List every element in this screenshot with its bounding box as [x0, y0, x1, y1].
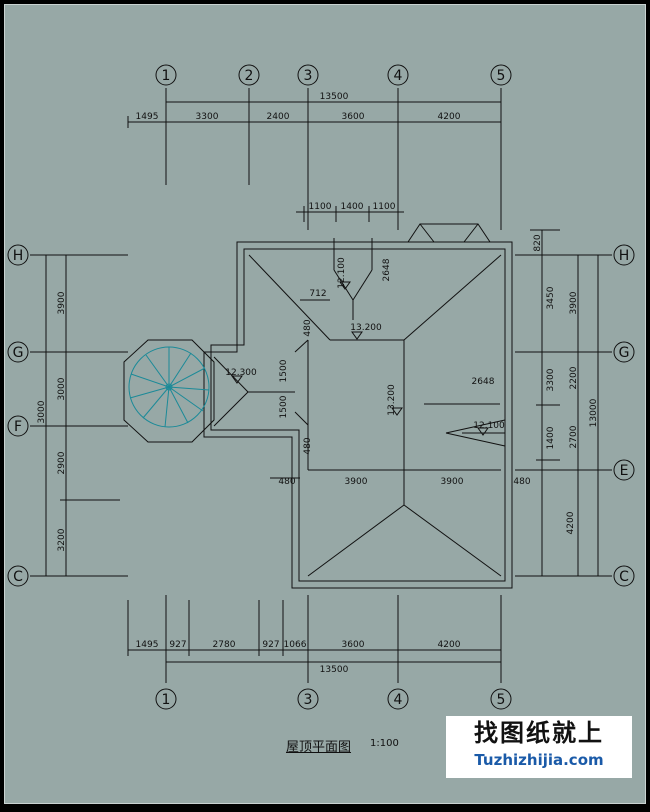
dim-right-inner-2: 3450 [546, 286, 556, 309]
dim-right-inner-1: 820 [533, 234, 543, 251]
axis-label-top-2: 2 [245, 68, 254, 84]
drawing-scale: 1:100 [370, 738, 399, 749]
dim-dormer-3: 1100 [373, 202, 396, 212]
axis-label-left-g: G [13, 345, 24, 361]
dim-3900-b: 3900 [441, 477, 464, 487]
axis-label-right-e: E [620, 463, 629, 479]
right-dimension-lines [530, 229, 599, 576]
bottom-dimension-lines [127, 600, 501, 663]
axis-label-bottom-5: 5 [497, 692, 506, 708]
dim-bottom-4: 927 [262, 640, 279, 650]
dim-bottom-3: 2780 [213, 640, 236, 650]
dim-480-a: 480 [303, 319, 313, 336]
elevation-13200-b: 13.200 [387, 384, 397, 416]
watermark-en: Tuzhizhijia.com [474, 751, 604, 769]
dim-2648-a: 2648 [382, 258, 392, 281]
dim-1500-b: 1500 [279, 395, 289, 418]
drawing-sheet [4, 4, 646, 804]
dim-2648-b: 2648 [472, 377, 495, 387]
elevation-12300: 12.300 [225, 368, 257, 378]
stair-tower [123, 339, 215, 443]
dim-bottom-7: 4200 [438, 640, 461, 650]
dim-480-right: 480 [513, 477, 530, 487]
dim-top-total: 13500 [320, 92, 349, 102]
building-outline [203, 241, 513, 589]
dim-top-5: 4200 [438, 112, 461, 122]
dim-top-4: 3600 [342, 112, 365, 122]
dim-dormer-2: 1400 [341, 202, 364, 212]
dim-bottom-2: 927 [169, 640, 186, 650]
dim-right-total: 13000 [589, 398, 599, 427]
roof-hip-lines [213, 223, 506, 577]
dim-right-outer-2: 2200 [569, 366, 579, 389]
axis-labels: 1 2 3 4 5 1 3 4 5 H G F C H G E C [13, 68, 630, 708]
top-dimension-lines [127, 101, 501, 222]
dim-left-1: 3900 [57, 291, 67, 314]
dim-bottom-1: 1495 [136, 640, 159, 650]
elevation-markers [231, 281, 489, 436]
dim-dormer-1: 1100 [309, 202, 332, 212]
dim-480-left: 480 [278, 477, 295, 487]
elevation-12100-a: 12.100 [337, 257, 347, 289]
dim-bottom-6: 3600 [342, 640, 365, 650]
elevation-12100-b: 12.100 [473, 421, 505, 431]
axis-label-top-4: 4 [394, 68, 403, 84]
axis-circles [7, 64, 635, 710]
drawing-title: 屋顶平面图 [286, 740, 352, 755]
dim-3900-a: 3900 [345, 477, 368, 487]
dim-left-4: 3200 [57, 528, 67, 551]
watermark-cn: 找图纸就上 [474, 719, 604, 747]
dim-right-inner-3: 3300 [546, 368, 556, 391]
axis-label-right-c: C [619, 569, 629, 585]
dim-right-outer-1: 3900 [569, 291, 579, 314]
dim-bottom-5: 1066 [284, 640, 307, 650]
elevation-13200-a: 13.200 [350, 323, 382, 333]
dim-right-inner-5: 4200 [566, 511, 576, 534]
dim-right-inner-4: 1400 [546, 426, 556, 449]
elevation-labels: 12.100 13.200 12.300 13.200 12.100 [225, 257, 505, 431]
dim-712: 712 [309, 289, 326, 299]
axis-lines [30, 88, 612, 683]
dim-right-outer-3: 2700 [569, 425, 579, 448]
dim-top-2: 3300 [196, 112, 219, 122]
dim-bottom-total: 13500 [320, 665, 349, 675]
watermark-logo: 找图纸就上 Tuzhizhijia.com [446, 716, 632, 778]
axis-label-left-f: F [14, 419, 22, 435]
dim-top-1: 1495 [136, 112, 159, 122]
axis-label-left-c: C [13, 569, 23, 585]
dimension-labels: 13500 1495 3300 2400 3600 4200 1100 1400… [37, 92, 599, 675]
axis-label-bottom-1: 1 [162, 692, 171, 708]
axis-label-top-3: 3 [304, 68, 313, 84]
dim-left-3: 2900 [57, 451, 67, 474]
axis-label-top-1: 1 [162, 68, 171, 84]
dim-top-3: 2400 [267, 112, 290, 122]
axis-label-right-h: H [619, 248, 630, 264]
axis-label-bottom-3: 3 [304, 692, 313, 708]
dim-1500-a: 1500 [279, 359, 289, 382]
axis-label-top-5: 5 [497, 68, 506, 84]
axis-label-left-h: H [13, 248, 24, 264]
dim-left-inner: 3000 [37, 400, 47, 423]
dim-left-2: 3000 [57, 377, 67, 400]
dim-480-b: 480 [303, 437, 313, 454]
left-dimension-lines [40, 255, 120, 576]
axis-label-bottom-4: 4 [394, 692, 403, 708]
axis-label-right-g: G [619, 345, 630, 361]
